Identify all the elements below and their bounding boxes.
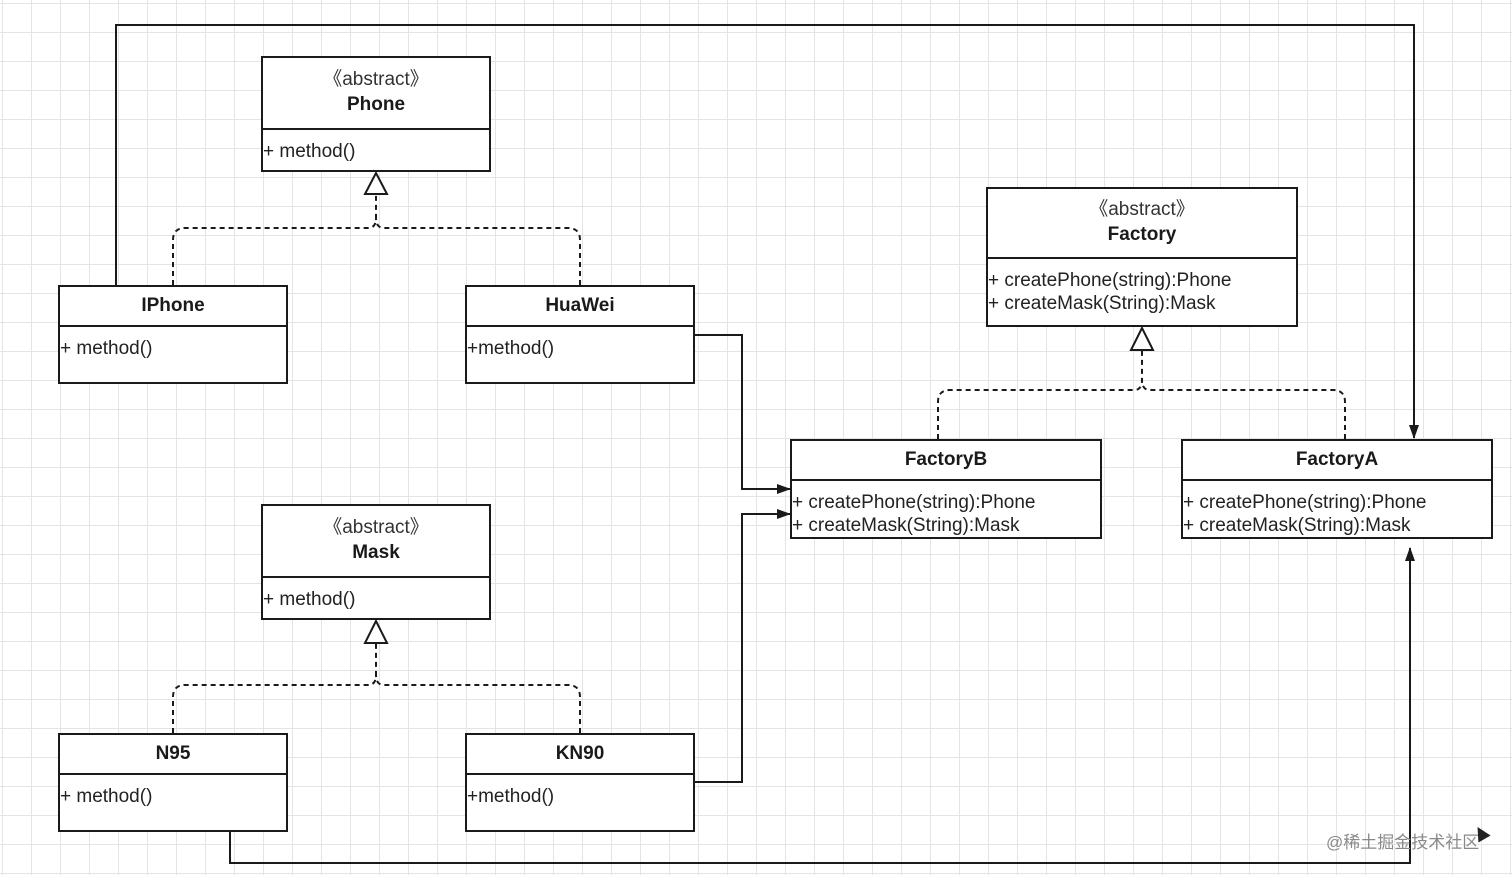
factory-class-box[interactable]: 《abstract》 Factory + createPhone(string)… bbox=[986, 187, 1298, 327]
iphone-method: + method() bbox=[60, 338, 153, 359]
iphone-class-header: IPhone bbox=[60, 287, 286, 327]
kn90-to-factoryb-connector bbox=[694, 509, 791, 783]
factory-inheritance-triangle bbox=[1129, 325, 1155, 351]
huawei-method: +method() bbox=[467, 338, 555, 359]
factorya-class-box[interactable]: FactoryA + createPhone(string):Phone + c… bbox=[1181, 439, 1493, 539]
kn90-class-box[interactable]: KN90 +method() bbox=[465, 733, 695, 832]
factory-create-phone: + createPhone(string):Phone bbox=[988, 270, 1232, 291]
n95-class-box[interactable]: N95 + method() bbox=[58, 733, 288, 832]
factoryb-class-header: FactoryB bbox=[792, 441, 1100, 481]
n95-class-header: N95 bbox=[60, 735, 286, 775]
factory-class-members: + createPhone(string):Phone + createMask… bbox=[988, 259, 1296, 315]
factory-class-header: 《abstract》 Factory bbox=[988, 189, 1296, 259]
kn90-method: +method() bbox=[467, 786, 555, 807]
factory-realization-connector bbox=[937, 350, 1346, 439]
mask-stereotype: 《abstract》 bbox=[323, 517, 429, 538]
kn90-class-name: KN90 bbox=[555, 743, 605, 764]
factorya-class-name: FactoryA bbox=[1295, 449, 1379, 470]
factorya-create-mask: + createMask(String):Mask bbox=[1183, 515, 1411, 536]
factoryb-class-box[interactable]: FactoryB + createPhone(string):Phone + c… bbox=[790, 439, 1102, 539]
huawei-class-box[interactable]: HuaWei +method() bbox=[465, 285, 695, 384]
phone-class-box[interactable]: 《abstract》 Phone + method() bbox=[261, 56, 491, 172]
factory-create-mask: + createMask(String):Mask bbox=[988, 293, 1216, 314]
phone-class-name: Phone bbox=[346, 94, 406, 115]
mask-class-name: Mask bbox=[352, 542, 400, 563]
iphone-to-factorya-connector bbox=[115, 24, 1419, 439]
n95-to-factorya-connector bbox=[229, 547, 1415, 864]
phone-class-members: + method() bbox=[263, 130, 489, 163]
factoryb-create-phone: + createPhone(string):Phone bbox=[792, 492, 1036, 513]
phone-class-header: 《abstract》 Phone bbox=[263, 58, 489, 130]
mask-inheritance-triangle bbox=[363, 618, 389, 644]
factorya-class-header: FactoryA bbox=[1183, 441, 1491, 481]
n95-class-members: + method() bbox=[60, 775, 286, 808]
kn90-class-header: KN90 bbox=[467, 735, 693, 775]
factory-stereotype: 《abstract》 bbox=[1089, 199, 1195, 220]
phone-inheritance-triangle bbox=[363, 170, 389, 195]
kn90-class-members: +method() bbox=[467, 775, 693, 808]
phone-realization-connector bbox=[172, 194, 581, 285]
huawei-class-header: HuaWei bbox=[467, 287, 693, 327]
factoryb-class-name: FactoryB bbox=[904, 449, 988, 470]
phone-method: + method() bbox=[263, 141, 356, 162]
factory-class-name: Factory bbox=[1107, 224, 1177, 245]
mask-class-header: 《abstract》 Mask bbox=[263, 506, 489, 578]
huawei-to-factoryb-connector bbox=[694, 334, 791, 494]
mask-class-members: + method() bbox=[263, 578, 489, 611]
mask-realization-connector bbox=[172, 643, 581, 733]
watermark: @稀土掘金技术社区 bbox=[1326, 833, 1480, 852]
mask-class-box[interactable]: 《abstract》 Mask + method() bbox=[261, 504, 491, 620]
iphone-class-members: + method() bbox=[60, 327, 286, 360]
factoryb-create-mask: + createMask(String):Mask bbox=[792, 515, 1020, 536]
factorya-class-members: + createPhone(string):Phone + createMask… bbox=[1183, 481, 1491, 537]
mask-method: + method() bbox=[263, 589, 356, 610]
huawei-class-members: +method() bbox=[467, 327, 693, 360]
huawei-class-name: HuaWei bbox=[545, 295, 615, 316]
iphone-class-box[interactable]: IPhone + method() bbox=[58, 285, 288, 384]
phone-stereotype: 《abstract》 bbox=[323, 69, 429, 90]
factorya-create-phone: + createPhone(string):Phone bbox=[1183, 492, 1427, 513]
n95-method: + method() bbox=[60, 786, 153, 807]
n95-class-name: N95 bbox=[155, 743, 191, 764]
factoryb-class-members: + createPhone(string):Phone + createMask… bbox=[792, 481, 1100, 537]
iphone-class-name: IPhone bbox=[141, 295, 205, 316]
